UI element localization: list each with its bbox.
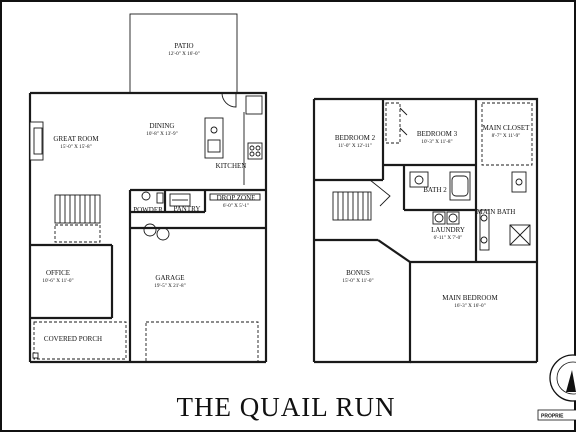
room-label-dining: DINING bbox=[150, 122, 175, 130]
room-label-great-room: GREAT ROOM bbox=[53, 135, 99, 143]
room-label-main-closet: MAIN CLOSET bbox=[483, 124, 531, 132]
room-dim-drop-zone: 6'-0" X 5'-1" bbox=[223, 203, 249, 209]
room-label-powder: POWDER bbox=[133, 206, 163, 214]
first-floor-plan bbox=[28, 13, 268, 364]
room-label-main-bath: MAIN BATH bbox=[477, 208, 516, 216]
room-label-bedroom-2: BEDROOM 2 bbox=[335, 134, 376, 142]
room-label-pantry: PANTRY bbox=[174, 205, 201, 213]
room-label-garage: GARAGE bbox=[155, 274, 184, 282]
builder-seal: PROPRIE bbox=[537, 354, 576, 421]
room-label-kitchen: KITCHEN bbox=[216, 162, 247, 170]
room-dim-bonus: 15'-0" X 11'-0" bbox=[342, 278, 373, 284]
room-dim-dining: 10'-8" X 13'-9" bbox=[146, 131, 177, 137]
room-label-bonus: BONUS bbox=[346, 269, 370, 277]
room-label-bedroom-3: BEDROOM 3 bbox=[417, 130, 458, 138]
room-dim-bedroom-3: 10'-3" X 11'-8" bbox=[421, 139, 452, 145]
room-label-covered-porch: COVERED PORCH bbox=[44, 335, 102, 343]
room-label-bath-2: BATH 2 bbox=[423, 186, 447, 194]
room-dim-laundry: 6'-11" X 7'-0" bbox=[434, 235, 463, 241]
room-label-laundry: LAUNDRY bbox=[431, 226, 465, 234]
room-label-main-bedroom: MAIN BEDROOM bbox=[442, 294, 498, 302]
room-dim-garage: 19'-5" X 21'-8" bbox=[154, 283, 185, 289]
badge-tag: PROPRIE bbox=[541, 414, 564, 420]
room-label-office: OFFICE bbox=[46, 269, 70, 277]
second-floor-plan bbox=[312, 97, 539, 364]
room-dim-bedroom-2: 11'-0" X 12'-11" bbox=[338, 143, 372, 149]
room-dim-great-room: 15'-0" X 15'-8" bbox=[60, 144, 91, 150]
seal-emblem-icon bbox=[566, 370, 576, 392]
plan-title: THE QUAIL RUN bbox=[177, 392, 396, 422]
room-dim-office: 10'-6" X 11'-0" bbox=[42, 278, 73, 284]
room-label-drop-zone: DROP ZONE bbox=[217, 194, 256, 202]
room-dim-main-bedroom: 16'-3" X 16'-0" bbox=[454, 303, 485, 309]
room-dim-patio: 12'-0" X 16'-0" bbox=[168, 51, 199, 57]
room-label-patio: PATIO bbox=[174, 42, 193, 50]
room-dim-main-closet: 8'-7" X 11'-9" bbox=[492, 133, 521, 139]
